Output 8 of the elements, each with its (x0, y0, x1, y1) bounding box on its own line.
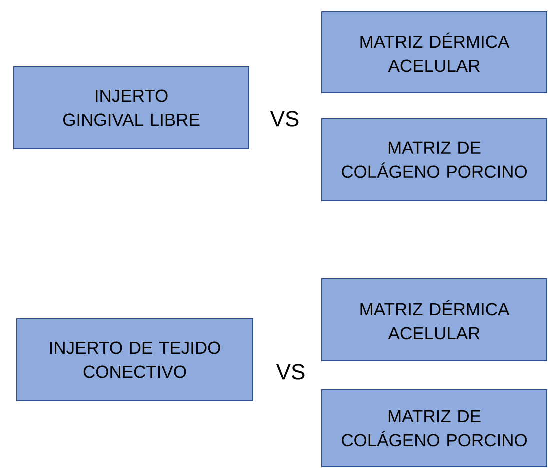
process-box: MATRIZ DE COLÁGENO PORCINO (322, 118, 548, 202)
process-box: MATRIZ DÉRMICA ACELULAR (322, 278, 548, 362)
process-box: MATRIZ DÉRMICA ACELULAR (322, 12, 548, 94)
vs-label: VS (270, 111, 299, 127)
process-box: MATRIZ DE COLÁGENO PORCINO (322, 390, 548, 468)
process-box: INJERTO GINGIVAL LIBRE (14, 66, 250, 150)
process-box: INJERTO DE TEJIDO CONECTIVO (16, 318, 254, 402)
vs-label: VS (276, 364, 305, 380)
